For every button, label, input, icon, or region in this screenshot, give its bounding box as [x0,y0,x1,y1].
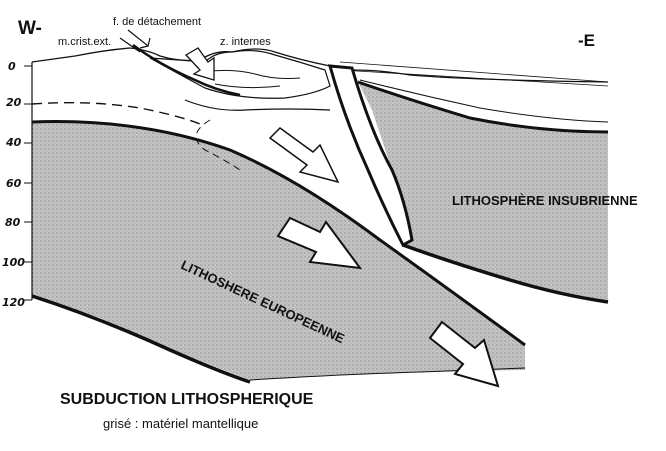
crystalline-massifs-label: m.crist.ext. [58,36,111,48]
slab-lower-edge [249,367,526,381]
insubric-mantle-region [358,82,608,302]
internal-zones-label: z. internes [220,36,271,48]
depth-tick-marks [24,65,32,301]
east-label: -E [578,31,595,50]
deep-slab-arrow-icon [428,320,500,388]
crust-root-loop [195,119,241,171]
european-lithosphere-base [31,294,251,384]
slab-descent-arrow-icon [268,127,340,184]
depth-tick-20: 20 [6,96,22,109]
crust-base-dashed [31,101,201,125]
european-mantle-region [32,121,525,381]
sea-level-lines [339,61,609,87]
insubric-lithosphere-base [402,243,609,304]
insubric-crust-line [359,79,609,123]
detachment-fault-line [132,43,241,97]
detachment-fault-label: f. de détachement [113,16,201,28]
caption-legend: grisé : matériel mantellique [103,416,258,431]
nappe-fold-lines [204,69,301,89]
depth-axis: 0 20 40 60 80 100 120 [2,60,32,309]
insubric-moho-line [357,80,609,134]
internal-zones-nappes [149,49,331,99]
insubric-lithosphere-label: LITHOSPHÈRE INSUBRIENNE [452,193,638,208]
west-label: W- [18,18,42,39]
depth-tick-120: 120 [2,296,25,309]
depth-tick-60: 60 [6,177,22,190]
lithosphere-subduction-arrow-icon [276,216,363,270]
internal-zones-arrow-icon [184,47,215,81]
depth-tick-0: 0 [8,60,16,73]
detachment-arrow-icon [119,29,151,53]
european-moho-line [31,120,526,347]
depth-tick-80: 80 [5,216,21,229]
depth-tick-100: 100 [2,256,25,269]
caption-title: SUBDUCTION LITHOSPHERIQUE [60,391,314,408]
subducting-slab [327,64,414,248]
slab-crust-bottom [184,99,331,111]
depth-tick-40: 40 [5,136,22,149]
